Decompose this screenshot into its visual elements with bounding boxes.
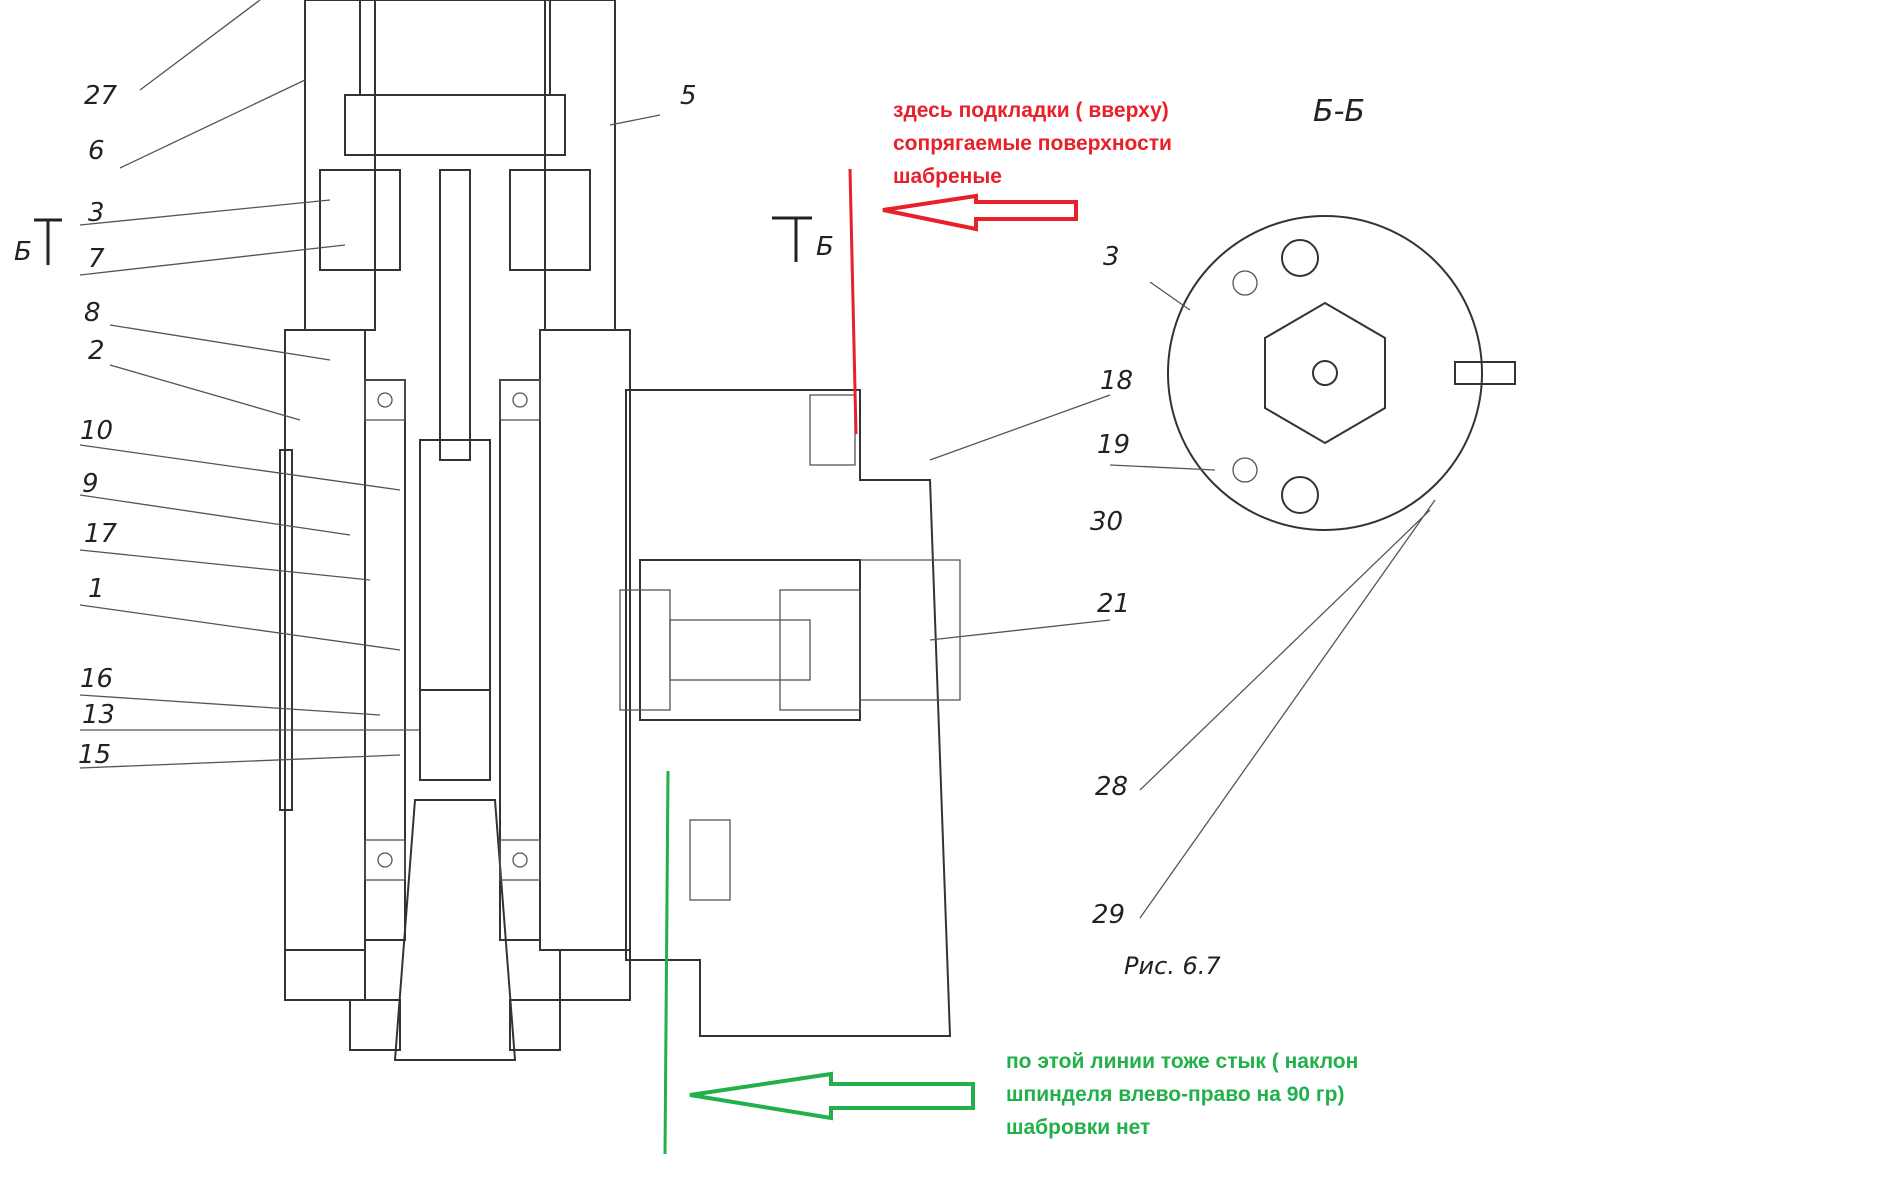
label-5: 5 [680, 81, 697, 111]
label-9: 9 [82, 469, 99, 499]
label-29: 29 [1092, 900, 1125, 930]
red-note-line: шабреные [893, 165, 1002, 188]
green-joint-line [663, 770, 670, 1155]
red-annotation-text: здесь подкладки ( вверху) сопрягаемые по… [893, 94, 1172, 193]
label-28: 28 [1095, 772, 1128, 802]
label-27: 27 [84, 81, 118, 111]
part-labels: 27 6 3 7 8 2 10 9 17 1 16 13 15 5 18 19 … [14, 81, 1365, 980]
figure-caption: Рис. 6.7 [1124, 952, 1221, 980]
label-16: 16 [80, 664, 113, 694]
gearbox-body [619, 389, 961, 1037]
red-arrow-icon [882, 193, 1078, 232]
red-note-line: сопрягаемые поверхности [893, 132, 1172, 155]
leader-lines [79, 0, 1436, 919]
section-mark-left: Б [14, 237, 32, 267]
label-18: 18 [1100, 366, 1133, 396]
green-note-line: по этой линии тоже стык ( наклон [1006, 1050, 1359, 1073]
section-mark-right: Б [816, 232, 834, 262]
spindle-housing [279, 0, 631, 1061]
label-3: 3 [88, 198, 105, 228]
label-13: 13 [82, 700, 115, 730]
green-note-line: шпинделя влево-право на 90 гр) [1006, 1083, 1345, 1106]
label-6: 6 [88, 136, 105, 166]
green-annotation-marks [663, 770, 975, 1155]
label-17: 17 [84, 519, 118, 549]
label-1: 1 [88, 574, 105, 604]
red-joint-line [848, 168, 858, 435]
label-2: 2 [88, 336, 105, 366]
red-note-line: здесь подкладки ( вверху) [893, 99, 1169, 122]
section-title: Б-Б [1313, 94, 1365, 129]
label-10: 10 [80, 416, 113, 446]
label-19: 19 [1097, 430, 1130, 460]
section-arrow-right [772, 216, 812, 262]
label-3-section: 3 [1103, 242, 1120, 272]
green-note-line: шабровки нет [1006, 1116, 1151, 1139]
label-15: 15 [78, 740, 111, 770]
section-view [1167, 215, 1516, 531]
section-arrow-left [34, 218, 62, 265]
label-30: 30 [1090, 507, 1123, 537]
label-8: 8 [84, 298, 101, 328]
red-annotation-marks [848, 168, 1078, 435]
label-7: 7 [88, 244, 105, 274]
green-annotation-text: по этой линии тоже стык ( наклон шпиндел… [1006, 1045, 1358, 1144]
green-arrow-icon [689, 1071, 975, 1121]
label-21: 21 [1097, 589, 1130, 619]
